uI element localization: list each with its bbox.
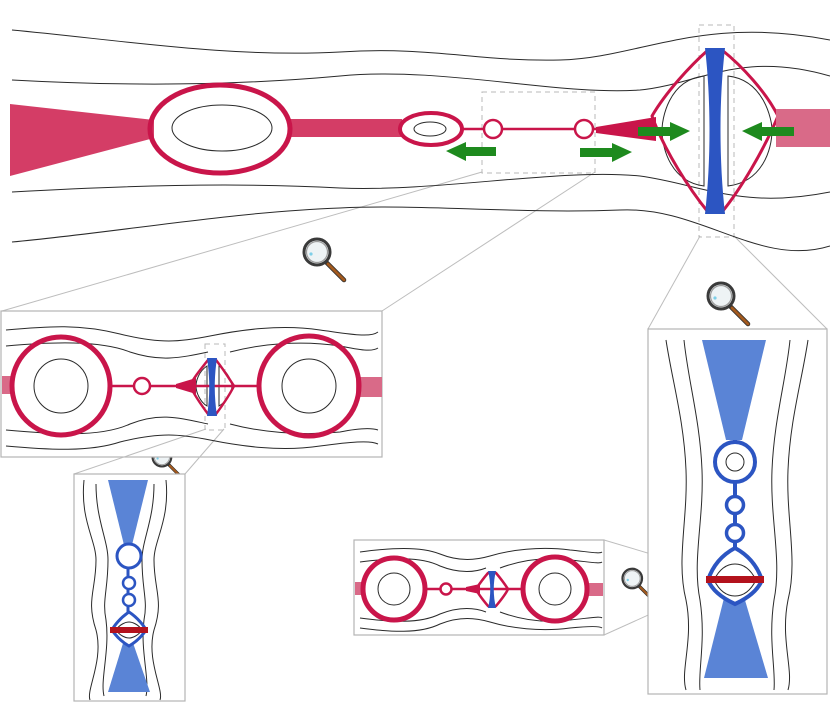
bead-2 [573,118,595,140]
red-structures [10,48,830,214]
zoom-mid-panel [353,539,709,636]
magnifier-icon [304,239,344,280]
arrow-left-2 [742,122,794,141]
zoom-left-detail-panel [73,473,186,702]
main-panel [1,24,830,330]
arrow-right-2 [638,122,690,141]
contour-lines [359,547,603,632]
zoom-left-panel [0,310,383,475]
magnifier-icon [708,283,748,324]
zoom-connectors [1,171,828,330]
force-arrows [446,122,794,162]
left-tube [290,119,402,137]
arrow-left-1 [446,142,496,161]
blue-neck [705,48,725,214]
contour-lines [665,339,809,691]
zoom-box-center [481,91,596,174]
bead-1 [482,118,504,140]
zoom-right-detail-panel [647,328,828,695]
small-ellipse [398,111,464,147]
arrow-right-1 [580,143,632,162]
contour-lines [82,479,168,701]
zoom-box-right [698,24,735,238]
big-ellipse [147,82,293,176]
left-wedge [10,104,154,176]
